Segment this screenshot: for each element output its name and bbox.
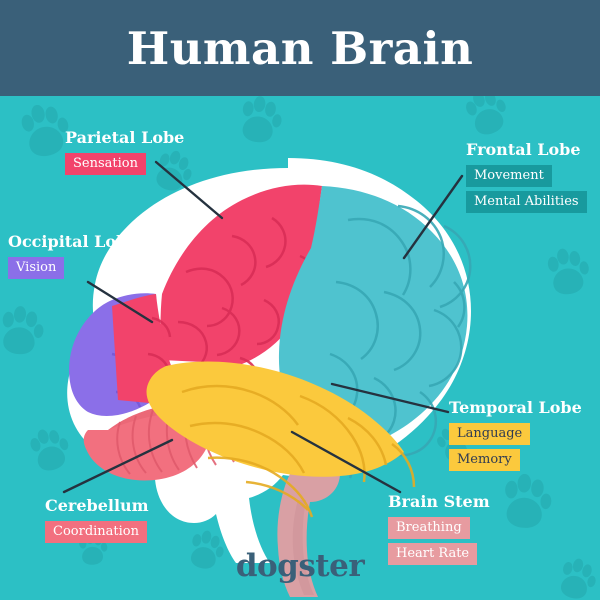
- frontal-lobe-region: [278, 186, 472, 479]
- callout-temporal-lobe: Temporal Lobe Language Memory: [449, 398, 582, 475]
- badge-group-frontal: Movement Mental Abilities: [466, 165, 587, 217]
- brain-illustration: [0, 96, 600, 600]
- temporal-lobe-region: [146, 361, 416, 518]
- callout-title-brain-stem: Brain Stem: [388, 492, 490, 511]
- badge-vision[interactable]: Vision: [8, 257, 65, 279]
- callout-brain-stem: Brain Stem Breathing Heart Rate: [388, 492, 490, 569]
- paw-print-icon: [551, 554, 600, 600]
- paw-print-icon: [233, 96, 286, 149]
- badge-language[interactable]: Language: [449, 423, 531, 445]
- leader-line-parietal: [154, 160, 224, 220]
- callout-title-temporal: Temporal Lobe: [449, 398, 582, 417]
- badge-group-temporal: Language Memory: [449, 423, 582, 475]
- badge-group-occipital: Vision: [8, 257, 137, 283]
- paw-print-icon: [457, 96, 515, 144]
- paw-print-icon: [182, 527, 228, 576]
- badge-movement[interactable]: Movement: [466, 165, 552, 187]
- badge-group-cerebellum: Coordination: [45, 521, 149, 547]
- leader-line-temporal: [330, 382, 450, 414]
- page-title: Human Brain: [126, 21, 474, 75]
- header-bar: Human Brain: [0, 0, 600, 96]
- badge-group-parietal: Sensation: [65, 153, 184, 179]
- callout-cerebellum: Cerebellum Coordination: [45, 496, 149, 547]
- callout-title-parietal: Parietal Lobe: [65, 128, 185, 147]
- leader-line-brainstem: [290, 430, 402, 494]
- dogster-logo[interactable]: dogster: [235, 548, 365, 584]
- leader-line-occipital: [86, 280, 154, 324]
- badge-memory[interactable]: Memory: [449, 449, 520, 471]
- callout-title-occipital: Occipital Lobe: [8, 232, 138, 251]
- paw-watermark-layer: [0, 96, 600, 600]
- callout-title-frontal: Frontal Lobe: [466, 140, 581, 159]
- paw-print-icon: [22, 423, 75, 479]
- paw-print-icon: [0, 304, 47, 361]
- paw-print-icon: [496, 472, 554, 534]
- callout-frontal-lobe: Frontal Lobe Movement Mental Abilities: [466, 140, 587, 217]
- badge-sensation[interactable]: Sensation: [65, 153, 146, 175]
- paw-print-icon: [13, 99, 76, 165]
- leader-line-frontal: [402, 174, 464, 260]
- badge-heart-rate[interactable]: Heart Rate: [388, 543, 478, 565]
- temporal-sulci: [181, 384, 416, 518]
- callout-occipital-lobe: Occipital Lobe Vision: [8, 232, 137, 283]
- badge-breathing[interactable]: Breathing: [388, 517, 470, 539]
- paw-print-icon: [541, 245, 594, 301]
- callout-title-cerebellum: Cerebellum: [45, 496, 149, 515]
- callout-parietal-lobe: Parietal Lobe Sensation: [65, 128, 184, 179]
- paw-print-icon: [146, 145, 198, 199]
- badge-group-brain-stem: Breathing Heart Rate: [388, 517, 490, 569]
- badge-mental-abilities[interactable]: Mental Abilities: [466, 191, 587, 213]
- badge-coordination[interactable]: Coordination: [45, 521, 147, 543]
- leader-line-cerebellum: [62, 438, 174, 494]
